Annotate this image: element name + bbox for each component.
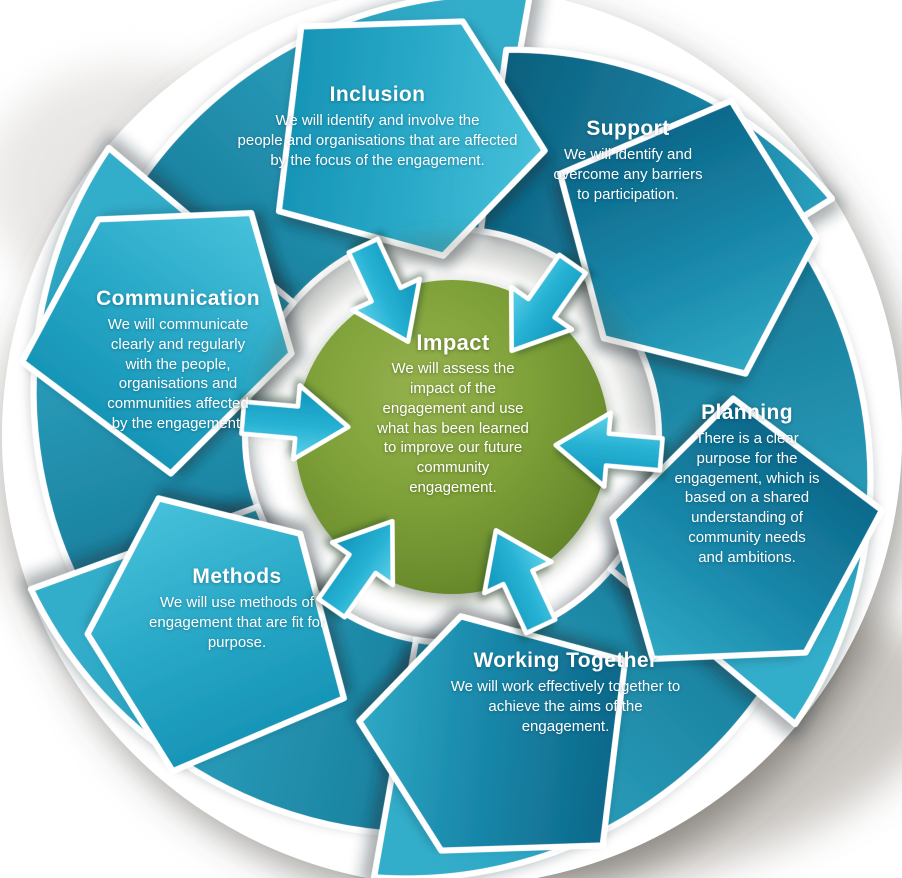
section-impact-heading: Impact [416,330,490,355]
inward-arrow-right [553,410,665,489]
inward-arrow-bottom-right [482,528,558,636]
section-methods: Methods We will use methods of engagemen… [128,565,346,652]
section-methods-heading: Methods [192,565,282,588]
section-methods-body: We will use methods of engagement that a… [149,594,325,651]
section-inclusion-heading: Inclusion [329,83,426,106]
section-impact: Impact We will assess the impact of the … [339,330,567,498]
impact-circle [295,280,609,594]
section-support-body: We will identify and overcome any barrie… [553,146,703,203]
section-working-together-heading: Working Together [473,649,658,672]
inward-arrow-top-right [508,252,588,354]
pentagon-planning [609,395,885,662]
section-inclusion: Inclusion We will identify and involve t… [190,83,565,170]
inward-arrow-bottom-left [316,518,396,620]
pentagon-working-together [356,613,629,854]
inward-arrow-top-left [346,236,422,344]
section-inclusion-body: We will identify and involve the people … [237,112,518,169]
blade-heads [19,18,885,854]
section-working-together: Working Together We will work effectivel… [393,649,738,736]
section-support-heading: Support [586,117,670,140]
section-support: Support We will identify and overcome an… [533,117,723,204]
section-planning-body: There is a clear purpose for the engagem… [674,430,820,566]
section-communication-body: We will communicate clearly and regularl… [107,316,249,433]
section-working-together-body: We will work effectively together to ach… [450,678,681,735]
section-communication-heading: Communication [96,287,260,310]
section-planning: Planning There is a clear purpose for th… [652,401,842,568]
section-communication: Communication We will communicate clearl… [76,287,280,434]
pentagon-methods [84,495,347,775]
section-planning-heading: Planning [701,401,793,424]
inward-arrows [239,236,665,636]
ring-inner-shadow [251,236,653,438]
section-impact-body: We will assess the impact of the engagem… [377,360,529,496]
inward-arrow-left [239,383,351,462]
